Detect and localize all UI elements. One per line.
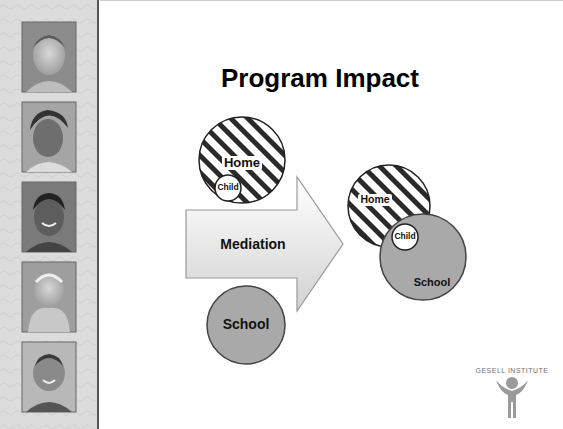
child-photo bbox=[22, 102, 76, 172]
child-photo bbox=[22, 342, 76, 412]
node-label: Home bbox=[222, 156, 262, 170]
child-circle: Child bbox=[214, 174, 242, 202]
child-photo bbox=[22, 22, 76, 92]
school-circle: School bbox=[379, 213, 467, 301]
node-label: Home bbox=[358, 194, 391, 206]
node-label: Child bbox=[217, 183, 238, 192]
node-label: Child bbox=[394, 232, 415, 241]
child-circle: Child bbox=[391, 223, 419, 251]
node-label: School bbox=[414, 276, 451, 288]
node-label: School bbox=[223, 317, 270, 332]
school-circle: School bbox=[206, 285, 286, 365]
child-photo bbox=[22, 262, 76, 332]
home-circle: HomeChild bbox=[198, 116, 286, 204]
node-label: Mediation bbox=[220, 237, 285, 252]
institute-logo bbox=[496, 377, 528, 418]
slide-title: Program Impact bbox=[221, 63, 419, 94]
institute-name: GESELL INSTITUTE bbox=[475, 367, 548, 374]
child-photo bbox=[22, 182, 76, 252]
